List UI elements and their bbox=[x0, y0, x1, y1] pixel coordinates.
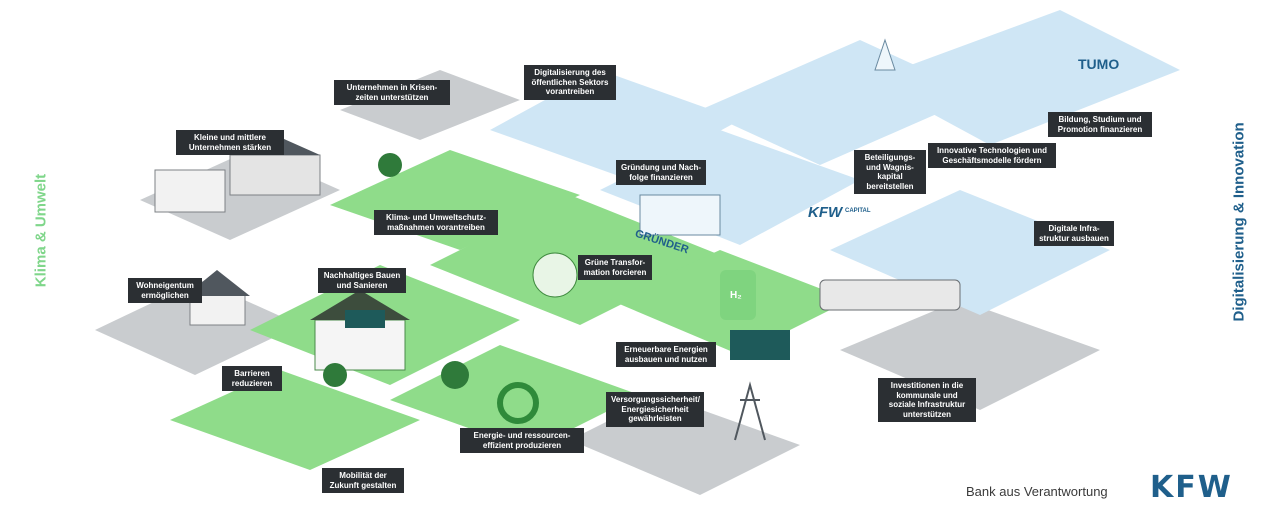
label-erneuerbar: Erneuerbare Energien ausbauen und nutzen bbox=[616, 342, 716, 367]
label-wohneigentum: Wohneigentum ermöglichen bbox=[128, 278, 202, 303]
startup-building bbox=[639, 194, 721, 236]
tram bbox=[819, 279, 961, 311]
solar-panels bbox=[345, 310, 790, 360]
capital-sign: CAPITAL bbox=[845, 208, 871, 214]
rocket-icon bbox=[874, 38, 896, 71]
label-barrieren: Barrieren reduzieren bbox=[222, 366, 282, 391]
label-gruendung: Gründung und Nach- folge finanzieren bbox=[616, 160, 706, 185]
power-pylon bbox=[734, 381, 766, 441]
label-effizienz: Energie- und ressourcen- effizient produ… bbox=[460, 428, 584, 453]
label-infrastruktur-kommunal: Investitionen in die kommunale und sozia… bbox=[878, 378, 976, 422]
h2-sign: H₂ bbox=[730, 290, 742, 301]
label-krisen: Unternehmen in Krisen- zeiten unterstütz… bbox=[334, 80, 450, 105]
tumo-sign: TUMO bbox=[1078, 56, 1120, 72]
label-kmu: Kleine und mittlere Unternehmen stärken bbox=[176, 130, 284, 155]
kfw-logo: KFW bbox=[1150, 470, 1233, 505]
side-label-klima: Klima & Umwelt bbox=[32, 173, 50, 288]
tagline: Bank aus Verantwortung bbox=[966, 484, 1108, 499]
blue-tiles bbox=[490, 10, 1180, 315]
building-kmu bbox=[154, 135, 321, 213]
label-klimaschutz: Klima- und Umweltschutz- maßnahmen voran… bbox=[374, 210, 498, 235]
kfw-capital-sign: KFW bbox=[808, 204, 843, 221]
trees bbox=[323, 153, 469, 389]
label-bauen: Nachhaltiges Bauen und Sanieren bbox=[318, 268, 406, 293]
side-label-digitalisierung: Digitalisierung & Innovation bbox=[1230, 122, 1248, 322]
label-versorgung: Versorgungssicherheit/ Energiesicherheit… bbox=[606, 392, 704, 427]
recycle-icon bbox=[497, 382, 539, 424]
label-innovation: Innovative Technologien und Geschäftsmod… bbox=[928, 143, 1056, 168]
label-bildung: Bildung, Studium und Promotion finanzier… bbox=[1048, 112, 1152, 137]
bulb-icon bbox=[532, 252, 578, 298]
label-digital-sektor: Digitalisierung des öffentlichen Sektors… bbox=[524, 65, 616, 100]
label-gruene-transformation: Grüne Transfor- mation forcieren bbox=[578, 255, 652, 280]
h2-tank bbox=[720, 270, 756, 320]
label-beteiligung: Beteiligungs- und Wagnis- kapital bereit… bbox=[854, 150, 926, 194]
label-mobilitaet: Mobilität der Zukunft gestalten bbox=[322, 468, 404, 493]
label-infrastruktur-digital: Digitale Infra- struktur ausbauen bbox=[1034, 221, 1114, 246]
